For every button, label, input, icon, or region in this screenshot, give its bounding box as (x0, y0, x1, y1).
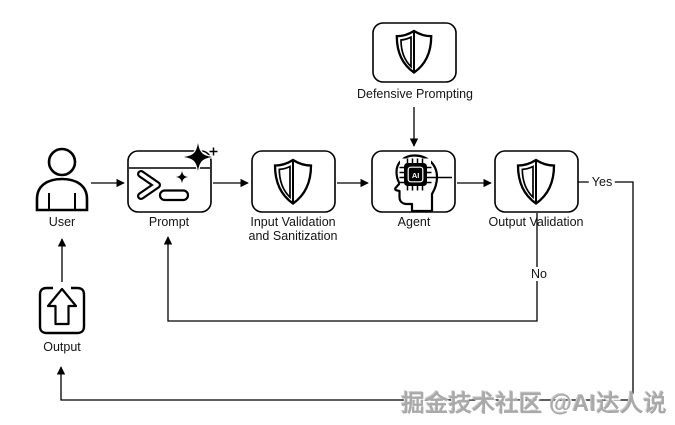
ai-chip-label: AI (412, 171, 420, 180)
shield-icon (395, 29, 433, 74)
no-edge-label: No (528, 267, 550, 281)
defensive-prompting-label: Defensive Prompting (356, 87, 474, 101)
chip-pins (399, 158, 452, 191)
shield-icon (273, 158, 313, 205)
ai-head-icon: AI (394, 154, 452, 213)
upload-icon (38, 286, 86, 335)
output-label: Output (43, 340, 81, 354)
user-label: User (48, 215, 76, 229)
input-validation-label-line1: Input Validation (250, 215, 336, 229)
terminal-icon (129, 167, 210, 202)
input-validation-label-line2: and Sanitization (248, 229, 338, 243)
sparkle-icon (175, 142, 218, 184)
prompt-box (127, 150, 212, 213)
yes-edge-label: Yes (588, 175, 616, 189)
agent-label: Agent (397, 215, 431, 229)
shield-icon (516, 158, 556, 205)
output-validation-label: Output Validation (488, 215, 584, 229)
ai-chip (404, 163, 427, 186)
watermark-text: 掘金技术社区 @AI达人说 (401, 390, 667, 416)
input-validation-label: Input Validation and Sanitization (249, 215, 338, 243)
edge-no-loop-to-prompt (163, 213, 538, 322)
user-icon (35, 147, 89, 212)
prompt-label: Prompt (148, 215, 190, 229)
